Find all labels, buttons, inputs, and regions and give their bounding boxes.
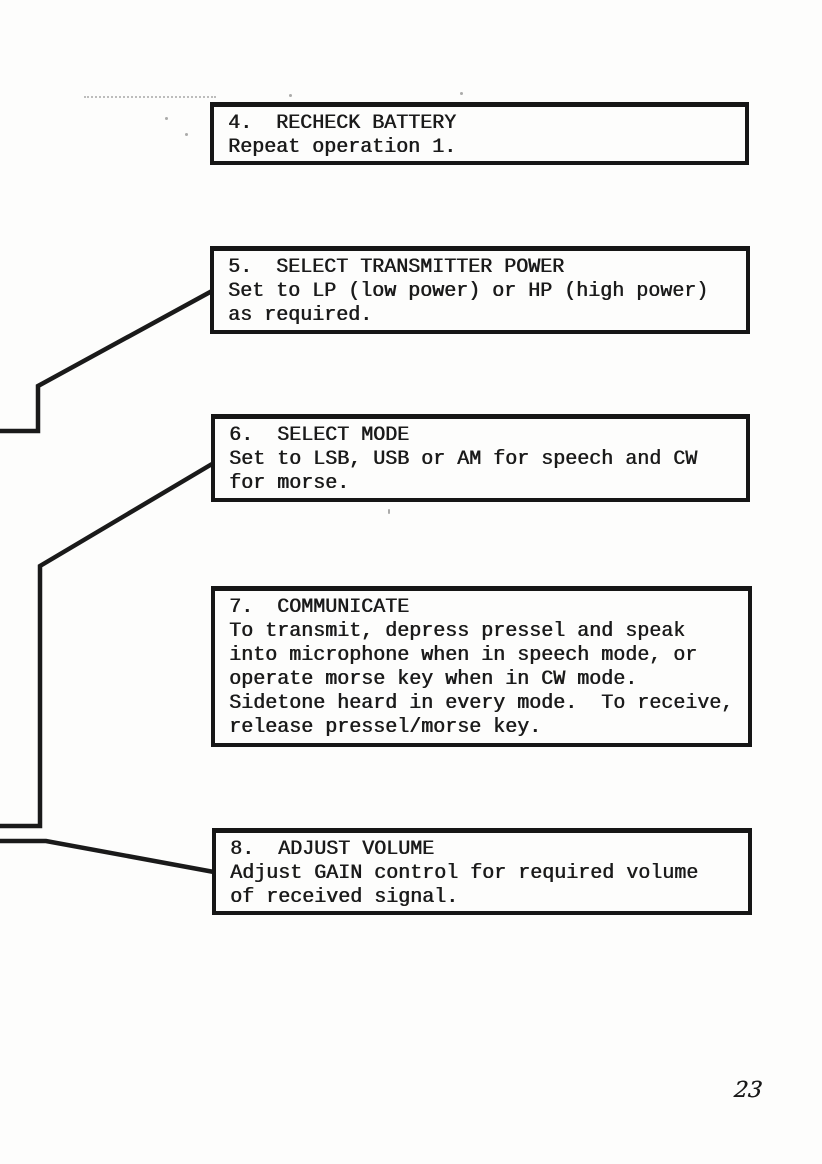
box-5-line: Set to LP (low power) or HP (high power) bbox=[228, 280, 709, 303]
box-5-line: as required. bbox=[228, 304, 373, 327]
box-6-title: 6. SELECT MODE bbox=[229, 424, 410, 447]
instruction-box-communicate: 7. COMMUNICATE To transmit, depress pres… bbox=[211, 586, 752, 747]
scan-noise-speck bbox=[289, 94, 292, 97]
box-7-line: operate morse key when in CW mode. bbox=[229, 668, 638, 691]
box-7-title: 7. COMMUNICATE bbox=[229, 596, 410, 619]
connector-line-to-box-8 bbox=[0, 838, 215, 875]
instruction-box-recheck-battery: 4. RECHECK BATTERY Repeat operation 1. bbox=[210, 102, 749, 165]
box-5-title: 5. SELECT TRANSMITTER POWER bbox=[228, 256, 565, 279]
box-6-line: for morse. bbox=[229, 472, 350, 495]
scan-noise-speck bbox=[460, 92, 463, 95]
page-number: 23 bbox=[732, 1078, 764, 1103]
box-7-line: into microphone when in speech mode, or bbox=[229, 644, 698, 667]
box-8-line: Adjust GAIN control for required volume bbox=[230, 862, 699, 885]
box-4-title: 4. RECHECK BATTERY bbox=[228, 112, 457, 135]
instruction-box-select-mode: 6. SELECT MODE Set to LSB, USB or AM for… bbox=[211, 414, 750, 502]
box-4-line: Repeat operation 1. bbox=[228, 136, 457, 159]
connector-line-to-box-5 bbox=[0, 289, 214, 434]
scan-noise-speck bbox=[185, 133, 188, 136]
box-7-line: Sidetone heard in every mode. To receive… bbox=[229, 692, 734, 715]
connector-line-from-box-6 bbox=[0, 462, 214, 829]
scan-noise-dotted-trace bbox=[84, 96, 216, 98]
box-7-line: To transmit, depress pressel and speak bbox=[229, 620, 686, 643]
scan-noise-speck bbox=[165, 117, 168, 120]
instruction-box-adjust-volume: 8. ADJUST VOLUME Adjust GAIN control for… bbox=[212, 828, 752, 915]
scan-noise-speck bbox=[388, 509, 390, 514]
box-7-line: release pressel/morse key. bbox=[229, 716, 542, 739]
box-8-title: 8. ADJUST VOLUME bbox=[230, 838, 435, 861]
instruction-box-select-transmitter-power: 5. SELECT TRANSMITTER POWER Set to LP (l… bbox=[210, 246, 750, 334]
box-6-line: Set to LSB, USB or AM for speech and CW bbox=[229, 448, 698, 471]
box-8-line: of received signal. bbox=[230, 886, 459, 909]
